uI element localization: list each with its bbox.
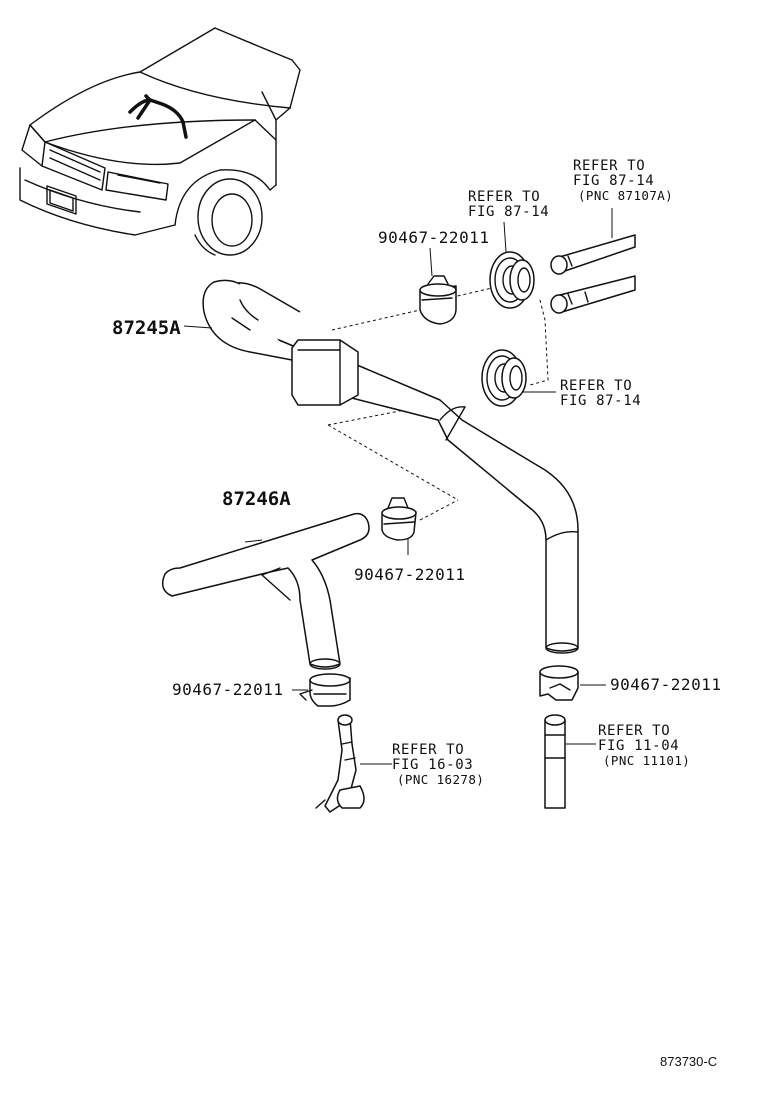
ref-pipe-left-line1: REFER TO xyxy=(392,742,464,758)
leader-lines xyxy=(183,208,613,765)
pipe-top-pair xyxy=(550,234,636,314)
grommet-mid xyxy=(481,349,527,407)
label-87246a: 87246A xyxy=(222,488,291,510)
ref-pipe-left-line2: FIG 16-03 xyxy=(392,757,473,773)
clamp-top xyxy=(419,275,457,325)
label-clamp-top: 90467-22011 xyxy=(378,228,489,247)
ref-grommet-mid-line2: FIG 87-14 xyxy=(560,393,641,409)
label-clamp-left: 90467-22011 xyxy=(172,680,283,699)
ref-pipe-right-line1: REFER TO xyxy=(598,723,670,739)
ref-pipe-right-line3: (PNC 11101) xyxy=(603,753,690,768)
ref-grommet-top-line2: FIG 87-14 xyxy=(468,204,549,220)
ref-pipe-top-line3: (PNC 87107A) xyxy=(578,188,673,203)
ref-pipe-top-line2: FIG 87-14 xyxy=(573,173,654,189)
ref-grommet-top: REFER TO FIG 87-14 xyxy=(468,189,549,220)
clamp-left xyxy=(299,673,351,707)
ref-grommet-mid: REFER TO FIG 87-14 xyxy=(560,378,641,409)
ref-pipe-right: REFER TO FIG 11-04 (PNC 11101) xyxy=(598,723,690,768)
car-locator-sketch xyxy=(19,27,301,256)
clamp-mid xyxy=(381,497,417,541)
hose-87245a xyxy=(202,279,579,654)
pipe-right xyxy=(544,714,566,809)
hose-87246a xyxy=(161,512,370,670)
pipe-left xyxy=(315,714,365,813)
ref-grommet-top-line1: REFER TO xyxy=(468,189,540,205)
illustration-id: 873730-C xyxy=(660,1054,717,1069)
grommet-top xyxy=(489,251,535,309)
ref-pipe-left: REFER TO FIG 16-03 (PNC 16278) xyxy=(392,742,484,787)
ref-pipe-top-line1: REFER TO xyxy=(573,158,645,174)
label-clamp-right: 90467-22011 xyxy=(610,675,721,694)
ref-grommet-mid-line1: REFER TO xyxy=(560,378,632,394)
clamp-right xyxy=(539,665,579,701)
ref-pipe-top: REFER TO FIG 87-14 (PNC 87107A) xyxy=(573,158,673,203)
label-87245a: 87245A xyxy=(112,317,181,339)
ref-pipe-right-line2: FIG 11-04 xyxy=(598,738,679,754)
ref-pipe-left-line3: (PNC 16278) xyxy=(397,772,484,787)
label-clamp-mid: 90467-22011 xyxy=(354,565,465,584)
